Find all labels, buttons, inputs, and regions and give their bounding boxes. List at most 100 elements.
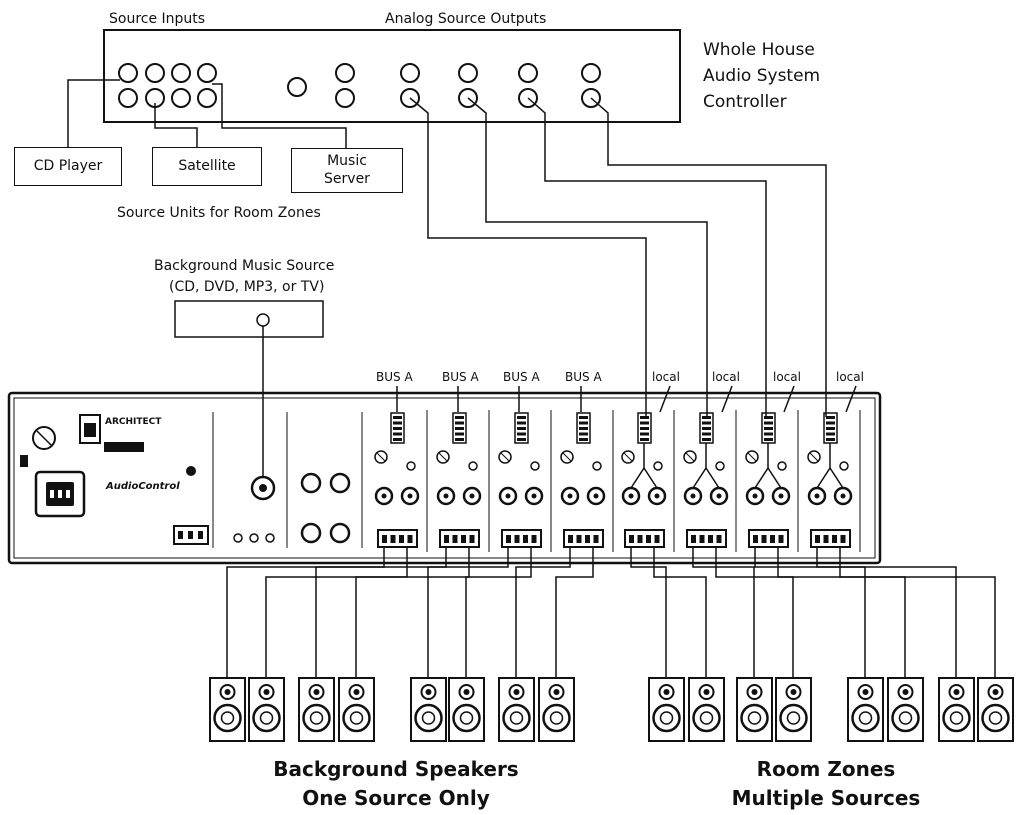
- jack-center: [505, 493, 511, 499]
- controller-title-line: Controller: [703, 92, 787, 112]
- knob-mark: [623, 452, 633, 462]
- jack-center: [407, 493, 413, 499]
- channel-label: BUS A: [376, 370, 413, 384]
- dip-lever: [579, 432, 588, 436]
- source-input-jack: [145, 63, 165, 83]
- dip-lever: [393, 438, 402, 441]
- woofer-dustcap: [988, 711, 1003, 725]
- channel-label: local: [712, 370, 740, 384]
- speaker-terminal: [439, 529, 480, 548]
- terminal-screw: [770, 535, 775, 543]
- cd-player-label: CD Player: [33, 157, 103, 174]
- woofer-dustcap: [747, 711, 762, 725]
- terminal-screw: [823, 535, 829, 543]
- speaker-wire: [630, 547, 667, 678]
- dip-lever: [826, 421, 835, 425]
- terminal-screw: [629, 535, 634, 543]
- amp-inner-border: [13, 397, 876, 559]
- dip-lever: [764, 421, 773, 425]
- dip-lever: [393, 416, 402, 419]
- tweeter-center: [862, 689, 869, 695]
- terminal-screw: [593, 535, 599, 543]
- dip-lever: [702, 427, 711, 430]
- dip-lever: [702, 416, 711, 419]
- source-input-jack: [197, 88, 217, 108]
- terminal-screw: [469, 535, 475, 543]
- small-jack: [249, 533, 259, 543]
- amp-marking: [20, 455, 28, 467]
- output-jack: [518, 63, 538, 83]
- dip-lever: [517, 427, 526, 430]
- small-knob: [653, 461, 663, 471]
- wire: [590, 97, 827, 417]
- speaker-wire: [839, 547, 996, 678]
- tweeter-center: [313, 689, 320, 695]
- terminal-screw: [461, 535, 466, 543]
- small-knob: [777, 461, 787, 471]
- wire: [829, 467, 844, 489]
- tweeter-center: [790, 689, 797, 695]
- channel-label: local: [836, 370, 864, 384]
- jack-center: [628, 493, 634, 499]
- dip-lever: [455, 438, 464, 441]
- small-knob: [468, 461, 478, 471]
- woofer-dustcap: [898, 711, 913, 725]
- terminal-screw: [576, 535, 582, 543]
- channel-label: local: [773, 370, 801, 384]
- terminal-screw: [815, 535, 820, 543]
- jack-center: [259, 484, 267, 492]
- small-jack: [265, 533, 275, 543]
- terminal-screw: [444, 535, 449, 543]
- music-server-box: Music Server: [291, 148, 403, 193]
- jack-center: [840, 493, 846, 499]
- speakers: [209, 677, 1014, 742]
- terminal-screw: [646, 535, 651, 543]
- tweeter-center: [463, 689, 470, 695]
- terminal-screw: [778, 535, 784, 543]
- woofer-dustcap: [549, 711, 564, 725]
- knob-mark: [562, 452, 572, 462]
- dip-lever: [764, 432, 773, 436]
- controller-title: Whole House Audio System Controller: [703, 37, 820, 115]
- terminal-screw: [506, 535, 511, 543]
- jack-center: [778, 493, 784, 499]
- terminal-screw: [568, 535, 573, 543]
- bus-b-jack: [329, 472, 351, 494]
- woofer-dustcap: [699, 711, 714, 725]
- wire: [67, 79, 120, 148]
- source-input-jack: [118, 88, 138, 108]
- dip-lever: [826, 427, 835, 430]
- channel-label: BUS A: [503, 370, 540, 384]
- wire: [659, 385, 671, 413]
- channel-label: local: [652, 370, 680, 384]
- tweeter-center: [992, 689, 999, 695]
- dip-lever: [702, 432, 711, 436]
- terminal-screw: [585, 535, 590, 543]
- jack-center: [381, 493, 387, 499]
- terminal-screw: [840, 535, 846, 543]
- dip-lever: [517, 416, 526, 419]
- wire: [154, 103, 198, 148]
- source-inputs-label: Source Inputs: [109, 11, 206, 27]
- dip-lever: [640, 421, 649, 425]
- dip-lever: [764, 438, 773, 441]
- wire: [783, 385, 795, 413]
- speaker-wire: [226, 547, 385, 678]
- dip-lever: [517, 432, 526, 436]
- speaker-terminal: [624, 529, 665, 548]
- dip-lever: [579, 421, 588, 425]
- music-server-label: Server: [324, 170, 370, 187]
- terminal-screw: [452, 535, 458, 543]
- speaker-wire: [715, 547, 794, 678]
- power-switch-rocker: [84, 423, 96, 437]
- satellite-label: Satellite: [178, 157, 236, 174]
- speaker-terminal: [748, 529, 789, 548]
- controller-jack: [287, 77, 307, 97]
- jack-center: [567, 493, 573, 499]
- amplifier-rear-panel: [7, 391, 882, 565]
- background-speakers-caption: Background Speakers One Source Only: [236, 755, 556, 813]
- controller-title-line: Whole House: [703, 40, 815, 60]
- dip-lever: [517, 421, 526, 425]
- source-input-jack: [197, 63, 217, 83]
